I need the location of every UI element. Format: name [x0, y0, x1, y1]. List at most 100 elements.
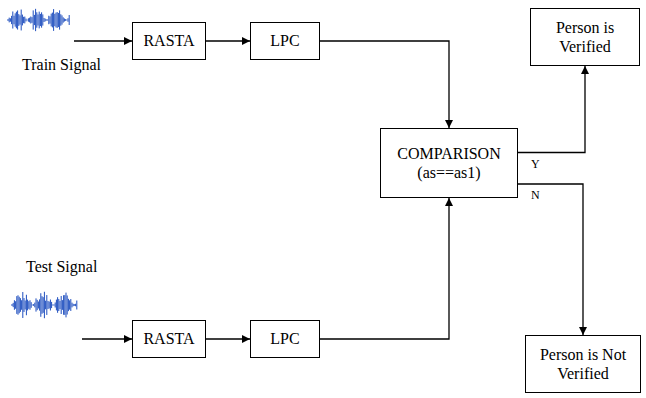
node-text: RASTA	[143, 31, 194, 50]
process-box: LPC	[250, 320, 320, 358]
waveform-sample	[26, 295, 27, 315]
comparison-box: COMPARISON (as==as1)	[380, 128, 518, 198]
waveform-sample	[45, 19, 46, 22]
waveform-sample	[15, 301, 16, 309]
branch-label: Y	[530, 157, 541, 172]
waveform-sample	[57, 12, 58, 28]
waveform-sample	[28, 301, 29, 309]
waveform-sample	[50, 300, 51, 311]
waveform-sample	[27, 300, 28, 311]
waveform-sample	[64, 18, 65, 21]
waveform-sample	[18, 14, 19, 26]
node-text: RASTA	[143, 329, 194, 348]
waveform-sample	[42, 296, 43, 314]
process-box: RASTA	[132, 22, 206, 60]
waveform-sample	[16, 296, 17, 314]
waveform-sample	[40, 14, 41, 26]
process-box: Person is Verified	[530, 8, 640, 66]
waveform-sample	[33, 304, 34, 306]
waveform-sample	[38, 14, 39, 25]
waveform-sample	[32, 17, 33, 23]
waveform-sample	[26, 19, 27, 22]
waveform-sample	[37, 300, 38, 310]
test-waveform	[12, 292, 77, 318]
waveform-sample	[66, 19, 67, 20]
waveform-sample	[39, 299, 40, 310]
waveform-sample	[49, 302, 50, 309]
waveform-sample	[56, 13, 57, 28]
waveform-sample	[62, 15, 63, 24]
waveform-sample	[22, 292, 23, 318]
connector-arrow	[206, 40, 250, 41]
waveform-sample	[15, 13, 16, 26]
input-arrow	[74, 40, 132, 41]
waveform-sample	[62, 300, 63, 310]
waveform-sample	[16, 12, 17, 29]
process-box: Person is Not Verified	[525, 335, 641, 393]
waveform-sample	[39, 12, 40, 29]
input-arrow	[82, 338, 132, 339]
node-text: LPC	[270, 329, 299, 348]
node-text: COMPARISON (as==as1)	[387, 144, 511, 182]
waveform-sample	[48, 301, 49, 309]
waveform-sample	[59, 10, 60, 29]
waveform-sample	[18, 295, 19, 314]
connector-arrow	[206, 338, 250, 339]
waveform-sample	[61, 296, 62, 314]
waveform-sample	[33, 10, 34, 29]
signal-label: Test Signal	[26, 258, 97, 276]
waveform-sample	[48, 16, 49, 24]
waveform-sample	[36, 298, 37, 311]
waveform-sample	[51, 302, 52, 308]
waveform-sample	[67, 295, 68, 314]
waveform-sample	[63, 295, 64, 315]
waveform-sample	[24, 298, 25, 312]
process-box: LPC	[250, 22, 320, 60]
waveform-sample	[66, 293, 67, 318]
waveform-sample	[58, 13, 59, 27]
process-box: RASTA	[132, 320, 206, 358]
waveform-sample	[63, 17, 64, 22]
waveform-sample	[60, 14, 61, 25]
waveform-sample	[21, 300, 22, 310]
waveform-sample	[27, 19, 28, 21]
waveform-sample	[32, 304, 33, 306]
waveform-sample	[74, 304, 75, 306]
waveform-sample	[44, 18, 45, 22]
waveform-sample	[52, 304, 53, 305]
waveform-sample	[69, 300, 70, 309]
waveform-sample	[75, 304, 76, 306]
waveform-sample	[51, 14, 52, 27]
waveform-sample	[8, 19, 9, 21]
waveform-sample	[54, 14, 55, 26]
waveform-sample	[55, 302, 56, 307]
waveform-sample	[28, 18, 29, 21]
waveform-sample	[17, 10, 18, 29]
waveform-sample	[31, 302, 32, 308]
waveform-sample	[23, 17, 24, 23]
waveform-sample	[12, 304, 13, 306]
node-text: LPC	[270, 31, 299, 50]
waveform-sample	[9, 18, 10, 23]
waveform-sample	[25, 301, 26, 310]
waveform-sample	[21, 10, 22, 31]
waveform-sample	[14, 16, 15, 25]
waveform-sample	[10, 18, 11, 21]
waveform-sample	[46, 295, 47, 315]
waveform-sample	[68, 18, 69, 22]
waveform-sample	[58, 299, 59, 311]
waveform-sample	[11, 16, 12, 24]
branch-label: N	[530, 188, 541, 203]
waveform-sample	[20, 298, 21, 312]
waveform-sample	[35, 9, 36, 31]
waveform-sample	[29, 18, 30, 23]
waveform-sample	[68, 299, 69, 311]
waveform-sample	[30, 300, 31, 309]
waveform-sample	[36, 12, 37, 27]
waveform-sample	[52, 13, 53, 28]
node-text: Person is Verified	[537, 18, 633, 56]
waveform-sample	[69, 15, 70, 25]
waveform-sample	[65, 19, 66, 21]
waveform-sample	[14, 300, 15, 310]
waveform-sample	[45, 301, 46, 310]
